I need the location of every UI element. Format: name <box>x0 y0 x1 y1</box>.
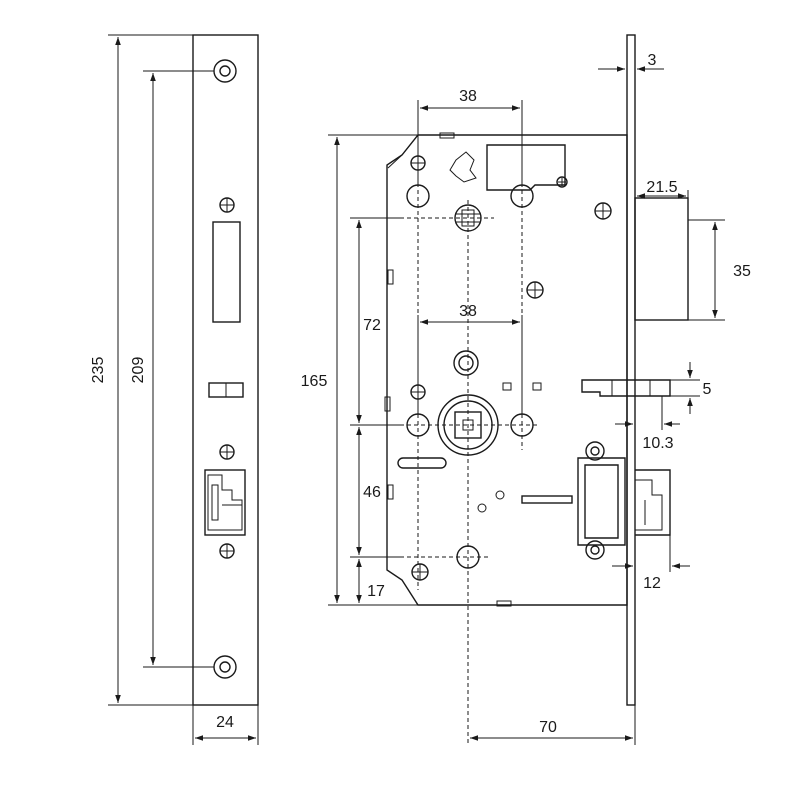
dim-latch-height: 35 <box>688 219 751 321</box>
dim-label-235: 235 <box>90 357 107 384</box>
dim-deadbolt-height: 5 <box>670 362 712 414</box>
dim-top-spindle-spacing: 38 <box>417 88 523 185</box>
dim-backset: 70 <box>470 705 636 745</box>
dim-label-21-5: 21.5 <box>646 179 677 196</box>
dim-label-17: 17 <box>367 583 385 600</box>
case-tab-bottom <box>496 600 512 607</box>
lock-case-outline <box>386 134 628 606</box>
faceplate-latch-slot <box>212 221 241 323</box>
dim-lower-vertical: 46 <box>350 427 400 558</box>
dim-label-165: 165 <box>301 373 328 390</box>
latch-bolt <box>634 197 689 321</box>
cross-screw-middle <box>526 281 544 299</box>
faceplate-outline <box>192 34 259 706</box>
dim-label-209: 209 <box>130 357 147 384</box>
dim-label-70: 70 <box>539 719 557 736</box>
dim-case-height: 165 <box>301 134 418 606</box>
front-plate <box>626 34 636 706</box>
top-follower <box>449 144 568 191</box>
bottom-bolt <box>577 441 671 560</box>
slot-oblong <box>397 457 447 469</box>
cross-screw-top-right <box>594 202 612 220</box>
top-spindle-right <box>510 184 534 208</box>
dim-label-10-3: 10.3 <box>642 435 673 452</box>
dim-bottom-offset: 17 <box>356 559 385 603</box>
dim-faceplate-width: 24 <box>192 705 259 745</box>
dim-label-5: 5 <box>703 381 712 398</box>
faceplate-lower-bolt <box>204 469 246 536</box>
lock-body-view <box>384 34 689 745</box>
cross-screw-bottom <box>411 563 429 581</box>
dim-label-3: 3 <box>648 52 657 69</box>
dim-label-35: 35 <box>733 263 751 280</box>
faceplate-view: 24 235 209 <box>90 34 259 745</box>
dim-bottom-bolt-offset: 12 <box>612 535 690 592</box>
dim-label-38-mid: 38 <box>459 303 477 320</box>
deadbolt-lever <box>581 379 671 397</box>
dim-latch-projection: 21.5 <box>637 179 689 199</box>
case-tab-top <box>439 132 455 139</box>
spindle-hub <box>406 350 542 456</box>
faceplate-cross-screw-1 <box>219 197 235 213</box>
dim-label-38-top: 38 <box>459 88 477 105</box>
faceplate-screw-bottom <box>213 655 237 679</box>
faceplate-deadbolt-slot <box>208 382 244 398</box>
dim-faceplate-length: 235 <box>90 34 193 706</box>
bar-horizontal <box>521 495 573 504</box>
dim-screw-spacing: 209 <box>130 70 214 668</box>
faceplate-cross-screw-3 <box>219 543 235 559</box>
dim-plate-thickness: 3 <box>598 52 664 72</box>
faceplate-cross-screw-2 <box>219 444 235 460</box>
dim-label-12: 12 <box>643 575 661 592</box>
dim-label-24: 24 <box>216 714 234 731</box>
dim-deadbolt-offset: 10.3 <box>615 396 680 452</box>
dim-upper-vertical: 72 <box>350 217 400 426</box>
dim-mid-spindle-spacing: 38 <box>417 303 523 414</box>
faceplate-screw-top <box>213 59 237 83</box>
dim-label-72: 72 <box>363 317 381 334</box>
dim-label-46: 46 <box>363 484 381 501</box>
